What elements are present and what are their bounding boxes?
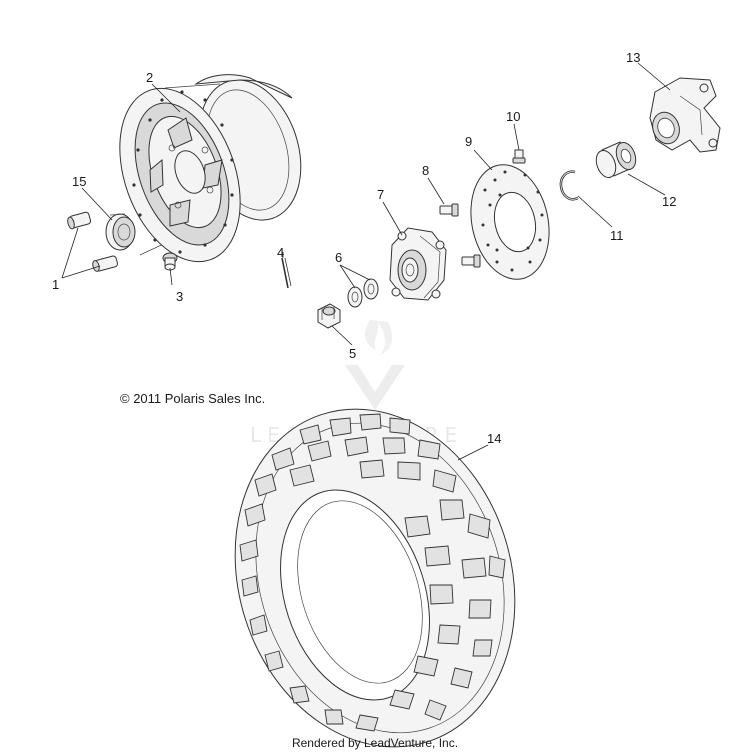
retaining-ring xyxy=(559,170,579,201)
cotter-pin xyxy=(281,257,292,289)
wheel-rim xyxy=(119,74,302,263)
wheel-hub xyxy=(389,227,447,301)
callout-2: 2 xyxy=(146,70,153,85)
washers xyxy=(347,278,379,308)
valve-stem xyxy=(67,211,119,272)
bolt xyxy=(512,149,526,164)
callout-6: 6 xyxy=(335,250,342,265)
callout-13: 13 xyxy=(626,50,640,65)
leader-lines xyxy=(61,62,671,461)
callout-numbers: 1 2 3 4 5 6 7 8 9 10 11 12 13 14 15 xyxy=(52,50,676,446)
footer-credit: Rendered by LeadVenture, Inc. xyxy=(291,736,459,750)
callout-3: 3 xyxy=(176,289,183,304)
callout-14: 14 xyxy=(487,431,501,446)
tire xyxy=(234,408,516,748)
callout-1: 1 xyxy=(52,277,59,292)
callout-15: 15 xyxy=(72,174,86,189)
bearing xyxy=(595,141,637,179)
bearing-carrier xyxy=(649,77,721,153)
lug-stud xyxy=(162,252,178,271)
callout-9: 9 xyxy=(465,134,472,149)
callout-5: 5 xyxy=(349,346,356,361)
callout-8: 8 xyxy=(422,163,429,178)
castle-nut xyxy=(317,303,341,329)
brake-disc xyxy=(470,164,550,280)
callout-10: 10 xyxy=(506,109,520,124)
brake-disc-bolts xyxy=(439,203,481,268)
copyright-notice: © 2011 Polaris Sales Inc. xyxy=(120,391,266,406)
callout-7: 7 xyxy=(377,187,384,202)
callout-12: 12 xyxy=(662,194,676,209)
callout-4: 4 xyxy=(277,245,284,260)
center-cap xyxy=(105,213,136,251)
callout-11: 11 xyxy=(610,228,624,243)
